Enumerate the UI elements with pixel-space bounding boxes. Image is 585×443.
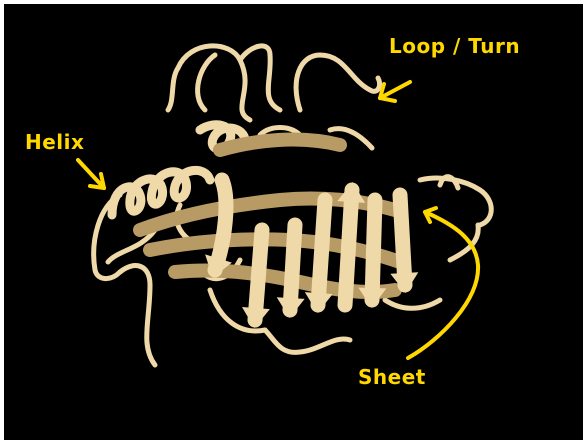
sheet-pointer-curve	[408, 208, 478, 358]
sheet-label: Sheet	[358, 365, 426, 389]
strand-arrowhead	[305, 292, 333, 313]
helix-pointer-arrow	[78, 160, 104, 188]
loop-pointer-arrow	[380, 82, 410, 101]
helix-label: Helix	[25, 130, 84, 154]
strand-arrowhead	[337, 182, 365, 203]
loop-turn-label: Loop / Turn	[389, 34, 520, 58]
ribbon-bands	[140, 140, 400, 292]
strand-arrowhead	[277, 297, 305, 318]
strand-arrowhead	[242, 307, 270, 328]
